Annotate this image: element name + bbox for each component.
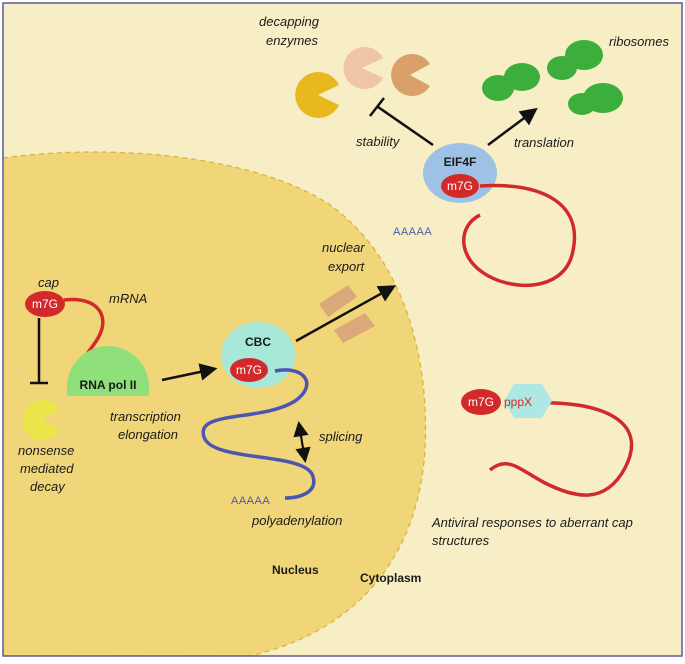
cbc-label: CBC [245, 335, 271, 349]
transcription-elongation-label: transcription [110, 409, 181, 424]
mrna-aberrant [488, 400, 634, 497]
cytoplasm-label: Cytoplasm [360, 571, 421, 585]
rna-pol-ii-label: RNA pol II [80, 378, 137, 392]
decapping-enzymes-label: enzymes [266, 33, 319, 48]
decapping-enzyme-icon [343, 47, 383, 90]
nmd-label: nonsense [18, 443, 74, 458]
nucleus-label: Nucleus [272, 563, 319, 577]
stability-inhibition-bar [369, 97, 385, 117]
m7g-label: m7G [468, 395, 494, 409]
aberrant-cap-hexagon [504, 384, 552, 418]
m7g-label: m7G [447, 179, 473, 193]
eif4f-label: EIF4F [444, 155, 477, 169]
m7g-cap [461, 389, 501, 415]
translation-label: translation [514, 135, 574, 150]
polyadenylation-label: polyadenylation [251, 513, 342, 528]
mrna-cytoplasm [462, 183, 577, 288]
nmd-enzyme-icon [22, 399, 61, 440]
mrna-nucleus [201, 368, 316, 500]
pppx-label: pppX [504, 395, 532, 409]
m7g-cap [230, 358, 268, 382]
decapping-enzyme-icon [391, 54, 430, 96]
nuclear-export-label: nuclear [322, 240, 365, 255]
stability-inhibition-line [377, 105, 434, 147]
antiviral-label: structures [432, 533, 490, 548]
nucleus [3, 151, 427, 656]
rna-pol-ii [67, 346, 149, 396]
nuclear-export-label: export [328, 259, 366, 274]
m7g-cap [25, 291, 65, 317]
antiviral-label: Antiviral responses to aberrant cap [431, 515, 633, 530]
m7g-cap [441, 174, 479, 198]
decapping-enzymes-label: decapping [259, 14, 320, 29]
splicing-arrow [293, 420, 311, 464]
transcription-elongation-label: elongation [118, 427, 178, 442]
export-arrow [295, 285, 397, 343]
stability-label: stability [356, 134, 401, 149]
nmd-label: decay [30, 479, 66, 494]
ribosomes-label: ribosomes [609, 34, 669, 49]
decapping-enzyme-icon [295, 72, 339, 119]
polya-tail-label: AAAAA [231, 495, 270, 507]
splicing-label: splicing [319, 429, 363, 444]
mrna-label: mRNA [109, 291, 147, 306]
ribosome-icon [482, 63, 540, 101]
m7g-label: m7G [32, 297, 58, 311]
nuclear-pore [319, 285, 357, 317]
nuclear-pore [334, 313, 375, 343]
cap-label: cap [38, 275, 59, 290]
polya-tail-label: AAAAA [393, 226, 432, 238]
nmd-label: mediated [20, 461, 74, 476]
ribosome-icon [568, 83, 623, 115]
ribosome-icon [547, 40, 603, 80]
m7g-label: m7G [236, 363, 262, 377]
translation-arrow [487, 107, 538, 147]
transcription-arrow [161, 363, 218, 382]
